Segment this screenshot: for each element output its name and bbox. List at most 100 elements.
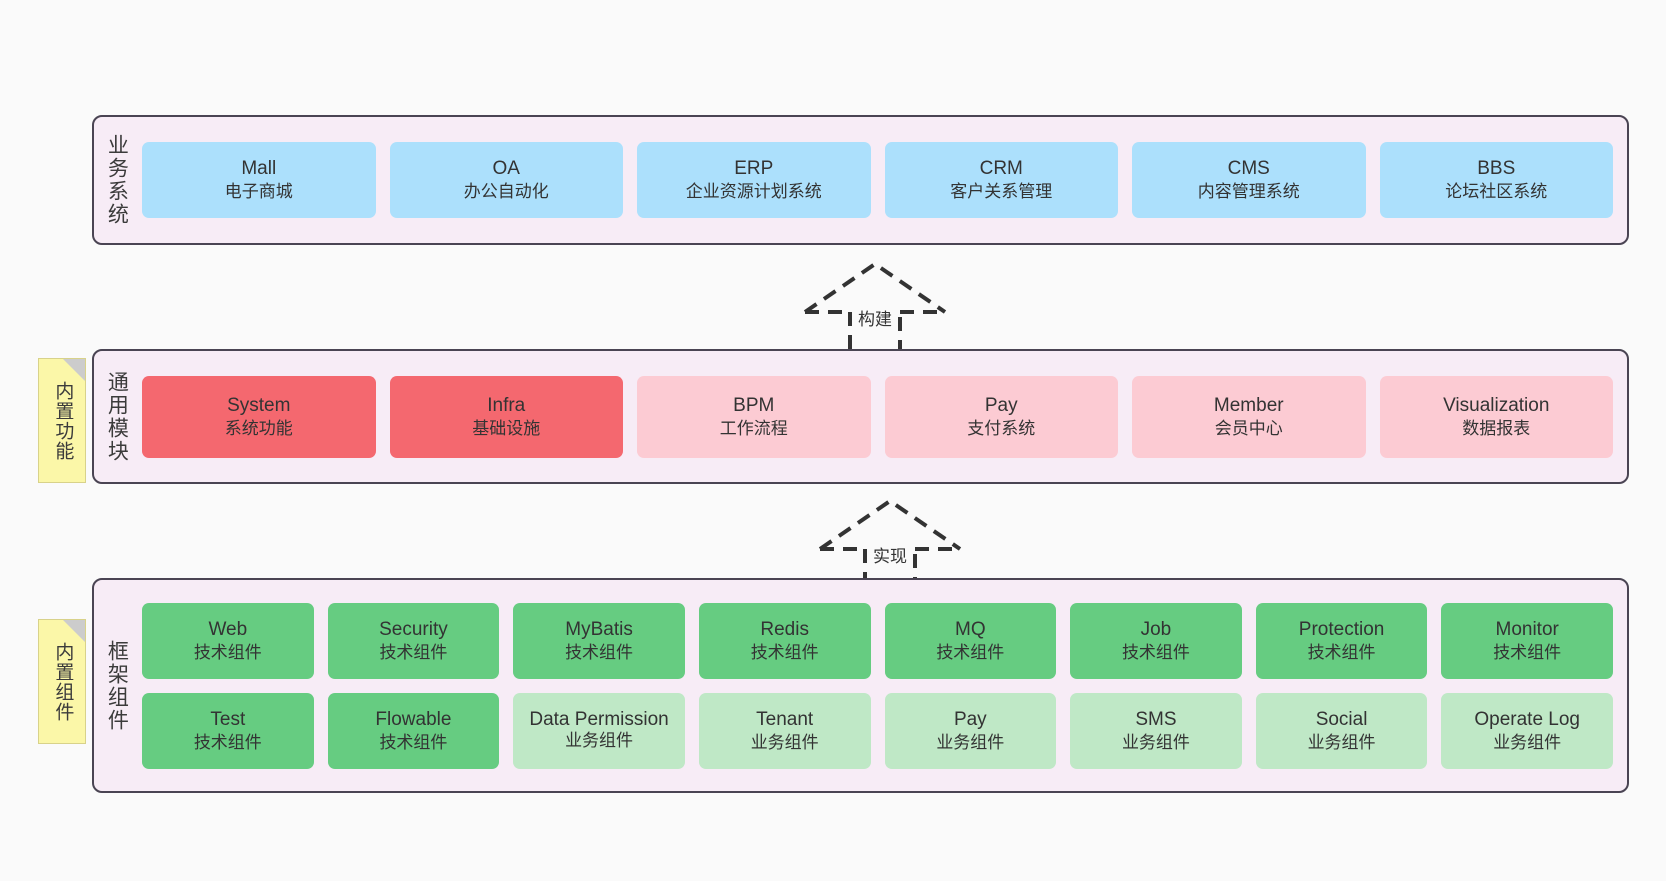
card-pay-business[interactable]: Pay 业务组件 <box>884 692 1057 769</box>
layer-label-framework-component: 框架组件 <box>105 639 129 732</box>
card-security[interactable]: Security 技术组件 <box>327 602 500 679</box>
card-title: Web <box>208 618 248 640</box>
card-title: MQ <box>955 618 986 640</box>
card-subtitle: 技术组件 <box>379 732 448 752</box>
card-title: Monitor <box>1495 618 1559 640</box>
card-subtitle: 客户关系管理 <box>950 182 1053 202</box>
layer-body-business-system: Mall 电子商城 OA 办公自动化 ERP 企业资源计划系统 CRM 客户关系… <box>138 117 1627 243</box>
card-cms[interactable]: CMS 内容管理系统 <box>1132 142 1366 218</box>
card-subtitle: 技术组件 <box>379 642 448 662</box>
note-builtin-component: 内置组件 <box>38 619 86 744</box>
card-oa[interactable]: OA 办公自动化 <box>389 142 623 218</box>
card-subtitle: 技术组件 <box>193 732 262 752</box>
card-title: Operate Log <box>1474 708 1580 730</box>
card-job[interactable]: Job 技术组件 <box>1070 602 1242 679</box>
layer-framework-component: 框架组件 Web 技术组件 Security 技术组件 MyBatis 技术组件… <box>92 578 1629 793</box>
card-title: CRM <box>979 158 1023 180</box>
card-subtitle: 业务组件 <box>750 732 819 752</box>
note-label: 内置组件 <box>52 641 74 722</box>
card-web[interactable]: Web 技术组件 <box>142 602 314 679</box>
card-title: SMS <box>1135 708 1177 730</box>
card-erp[interactable]: ERP 企业资源计划系统 <box>637 142 871 218</box>
card-protection[interactable]: Protection 技术组件 <box>1255 602 1428 679</box>
card-title: Job <box>1140 618 1172 640</box>
card-title: Social <box>1315 708 1368 730</box>
card-subtitle: 电子商城 <box>224 182 293 202</box>
card-redis[interactable]: Redis 技术组件 <box>698 602 871 679</box>
card-subtitle: 会员中心 <box>1214 418 1283 438</box>
card-title: Infra <box>487 394 526 416</box>
generalization-arrow-icon <box>803 261 947 356</box>
card-title: Member <box>1213 394 1284 416</box>
card-title: System <box>227 394 291 416</box>
card-operate-log[interactable]: Operate Log 业务组件 <box>1441 692 1613 769</box>
layer-body-common-module: System 系统功能 Infra 基础设施 BPM 工作流程 Pay 支付系统… <box>138 351 1627 482</box>
card-title: Test <box>210 708 246 730</box>
layer-label-common-module: 通用模块 <box>105 370 129 463</box>
card-mq[interactable]: MQ 技术组件 <box>884 602 1057 679</box>
card-visualization[interactable]: Visualization 数据报表 <box>1379 375 1613 458</box>
card-system[interactable]: System 系统功能 <box>142 375 376 458</box>
card-row-framework-business: Test 技术组件 Flowable 技术组件 Data Permission … <box>142 692 1613 769</box>
connector-build: 构建 <box>795 258 955 358</box>
card-infra[interactable]: Infra 基础设施 <box>389 375 623 458</box>
card-subtitle: 业务组件 <box>1121 732 1190 752</box>
card-subtitle: 技术组件 <box>936 642 1005 662</box>
card-mybatis[interactable]: MyBatis 技术组件 <box>513 602 685 679</box>
card-subtitle: 系统功能 <box>224 418 293 438</box>
card-member[interactable]: Member 会员中心 <box>1132 375 1366 458</box>
layer-label-business-system: 业务系统 <box>105 134 129 226</box>
card-subtitle: 业务组件 <box>936 732 1005 752</box>
connector-implement: 实现 <box>810 495 970 595</box>
card-test[interactable]: Test 技术组件 <box>142 692 314 769</box>
card-title: Data Permission <box>529 709 669 731</box>
card-title: Flowable <box>375 708 452 730</box>
card-title: MyBatis <box>565 618 633 640</box>
note-label: 内置功能 <box>52 380 74 461</box>
card-mall[interactable]: Mall 电子商城 <box>142 142 376 218</box>
generalization-arrow-icon <box>818 498 962 593</box>
card-title: ERP <box>734 158 774 180</box>
card-tenant[interactable]: Tenant 业务组件 <box>698 692 871 769</box>
card-title: Protection <box>1298 618 1385 640</box>
note-builtin-function: 内置功能 <box>38 358 86 483</box>
card-title: Mall <box>241 158 277 180</box>
card-social[interactable]: Social 业务组件 <box>1255 692 1428 769</box>
card-title: BPM <box>733 394 775 416</box>
card-flowable[interactable]: Flowable 技术组件 <box>327 692 500 769</box>
card-subtitle: 技术组件 <box>750 642 819 662</box>
card-title: Visualization <box>1443 394 1550 416</box>
card-subtitle: 数据报表 <box>1462 418 1531 438</box>
card-data-permission[interactable]: Data Permission 业务组件 <box>513 692 685 769</box>
card-monitor[interactable]: Monitor 技术组件 <box>1441 602 1613 679</box>
card-subtitle: 办公自动化 <box>463 182 549 202</box>
card-subtitle: 技术组件 <box>1493 642 1562 662</box>
card-crm[interactable]: CRM 客户关系管理 <box>884 142 1118 218</box>
card-subtitle: 业务组件 <box>565 731 634 751</box>
card-subtitle: 业务组件 <box>1493 732 1562 752</box>
card-bbs[interactable]: BBS 论坛社区系统 <box>1379 142 1613 218</box>
layer-common-module: 通用模块 System 系统功能 Infra 基础设施 BPM 工作流程 Pay… <box>92 349 1629 484</box>
connector-label-implement: 实现 <box>873 547 907 566</box>
card-row-common: System 系统功能 Infra 基础设施 BPM 工作流程 Pay 支付系统… <box>142 375 1613 458</box>
card-title: BBS <box>1477 158 1516 180</box>
card-subtitle: 技术组件 <box>193 642 262 662</box>
card-subtitle: 技术组件 <box>565 642 634 662</box>
card-title: Security <box>379 618 448 640</box>
card-subtitle: 论坛社区系统 <box>1445 182 1548 202</box>
card-subtitle: 支付系统 <box>967 418 1036 438</box>
card-title: CMS <box>1227 158 1270 180</box>
card-subtitle: 内容管理系统 <box>1197 182 1300 202</box>
card-title: Pay <box>953 708 987 730</box>
card-sms[interactable]: SMS 业务组件 <box>1070 692 1242 769</box>
card-pay[interactable]: Pay 支付系统 <box>884 375 1118 458</box>
card-subtitle: 技术组件 <box>1307 642 1376 662</box>
layer-body-framework-component: Web 技术组件 Security 技术组件 MyBatis 技术组件 Redi… <box>138 580 1627 791</box>
card-title: Redis <box>760 618 809 640</box>
layer-business-system: 业务系统 Mall 电子商城 OA 办公自动化 ERP 企业资源计划系统 CRM… <box>92 115 1629 245</box>
card-row-business: Mall 电子商城 OA 办公自动化 ERP 企业资源计划系统 CRM 客户关系… <box>142 142 1613 218</box>
card-title: Tenant <box>756 708 814 730</box>
card-subtitle: 技术组件 <box>1121 642 1190 662</box>
card-bpm[interactable]: BPM 工作流程 <box>637 375 871 458</box>
